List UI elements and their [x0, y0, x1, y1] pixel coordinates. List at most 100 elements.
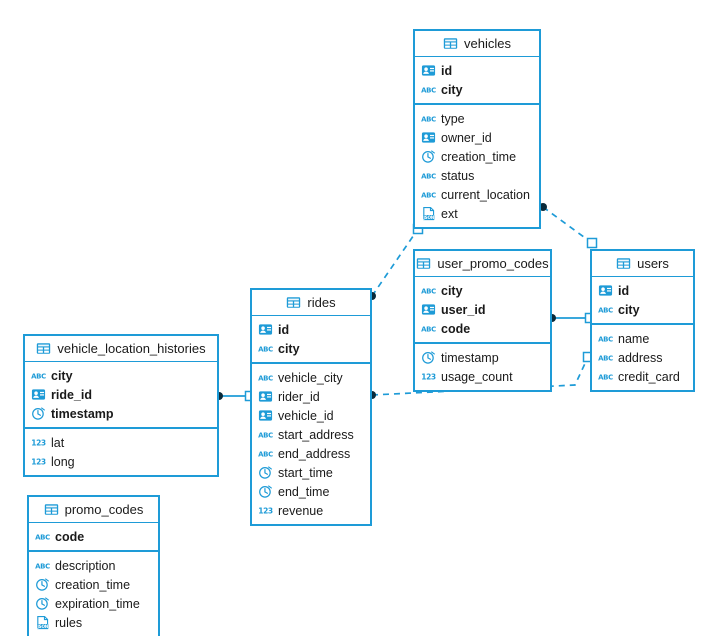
abc-text-icon: ABC — [598, 350, 613, 365]
table-header-users[interactable]: users — [592, 251, 693, 277]
column-row[interactable]: timestamp — [25, 404, 217, 423]
table-header-user_promo_codes[interactable]: user_promo_codes — [415, 251, 550, 277]
column-row[interactable]: start_time — [252, 463, 370, 482]
svg-text:123: 123 — [31, 439, 46, 448]
svg-text:ABC: ABC — [598, 307, 613, 315]
column-name: end_time — [278, 484, 330, 499]
clock-icon — [35, 577, 50, 592]
column-row[interactable]: ABC city — [592, 300, 693, 319]
svg-text:ABC: ABC — [421, 192, 436, 200]
column-row[interactable]: owner_id — [415, 128, 539, 147]
svg-text:123: 123 — [258, 507, 273, 516]
clock-icon — [258, 484, 273, 499]
id-card-icon — [421, 130, 436, 145]
table-header-vehicle_location_histories[interactable]: vehicle_location_histories — [25, 336, 217, 362]
relationship-vehicle-location-histories-to-rides[interactable] — [215, 390, 256, 402]
column-row[interactable]: creation_time — [29, 575, 158, 594]
column-row[interactable]: user_id — [415, 300, 550, 319]
column-name: usage_count — [441, 369, 513, 384]
column-row[interactable]: 123 long — [25, 452, 217, 471]
id-card-icon — [598, 283, 613, 298]
table-header-promo_codes[interactable]: promo_codes — [29, 497, 158, 523]
clock-icon — [258, 465, 273, 480]
abc-text-icon: ABC — [421, 111, 436, 126]
column-row[interactable]: rider_id — [252, 387, 370, 406]
column-row[interactable]: ABC code — [29, 527, 158, 546]
abc-text-icon: ABC — [421, 321, 436, 336]
column-name: user_id — [441, 302, 486, 317]
id-card-icon — [258, 389, 273, 404]
relationship-user-promo-codes-to-users[interactable] — [548, 312, 596, 324]
column-name: rider_id — [278, 389, 320, 404]
abc-text-icon: ABC — [598, 302, 613, 317]
table-header-vehicles[interactable]: vehicles — [415, 31, 539, 57]
abc-text-icon: ABC — [421, 168, 436, 183]
column-row[interactable]: timestamp — [415, 348, 550, 367]
svg-text:ABC: ABC — [35, 534, 50, 542]
column-name: long — [51, 454, 75, 469]
table-grid-icon — [286, 296, 301, 309]
json-file-icon: JSON — [421, 206, 436, 221]
relationship-line — [371, 228, 419, 297]
svg-text:ABC: ABC — [421, 116, 436, 124]
table-grid-icon — [44, 503, 59, 516]
relationship-vehicles-to-users[interactable] — [539, 203, 598, 249]
table-header-rides[interactable]: rides — [252, 290, 370, 316]
column-name: city — [441, 283, 463, 298]
table-grid-icon — [36, 342, 51, 355]
table-title: users — [637, 256, 669, 271]
column-row[interactable]: vehicle_id — [252, 406, 370, 425]
column-row[interactable]: creation_time — [415, 147, 539, 166]
123-number-icon: 123 — [421, 369, 436, 384]
column-row[interactable]: expiration_time — [29, 594, 158, 613]
column-name: city — [618, 302, 640, 317]
123-number-icon: 123 — [31, 454, 46, 469]
column-row[interactable]: id — [415, 61, 539, 80]
column-row[interactable]: id — [592, 281, 693, 300]
table-title: vehicles — [464, 36, 511, 51]
column-row[interactable]: ABC type — [415, 109, 539, 128]
svg-text:123: 123 — [421, 373, 436, 382]
column-name: creation_time — [55, 577, 131, 592]
column-row[interactable]: id — [252, 320, 370, 339]
123-number-icon: 123 — [258, 503, 273, 518]
column-name: code — [55, 529, 85, 544]
column-row[interactable]: ride_id — [25, 385, 217, 404]
column-name: type — [441, 111, 465, 126]
column-name: id — [441, 63, 453, 78]
svg-text:ABC: ABC — [598, 355, 613, 363]
column-row[interactable]: end_time — [252, 482, 370, 501]
table-grid-icon — [416, 257, 431, 270]
column-row[interactable]: 123 usage_count — [415, 367, 550, 386]
abc-text-icon: ABC — [258, 427, 273, 442]
svg-text:ABC: ABC — [421, 326, 436, 334]
primary-key-group: ABC code — [29, 523, 158, 552]
